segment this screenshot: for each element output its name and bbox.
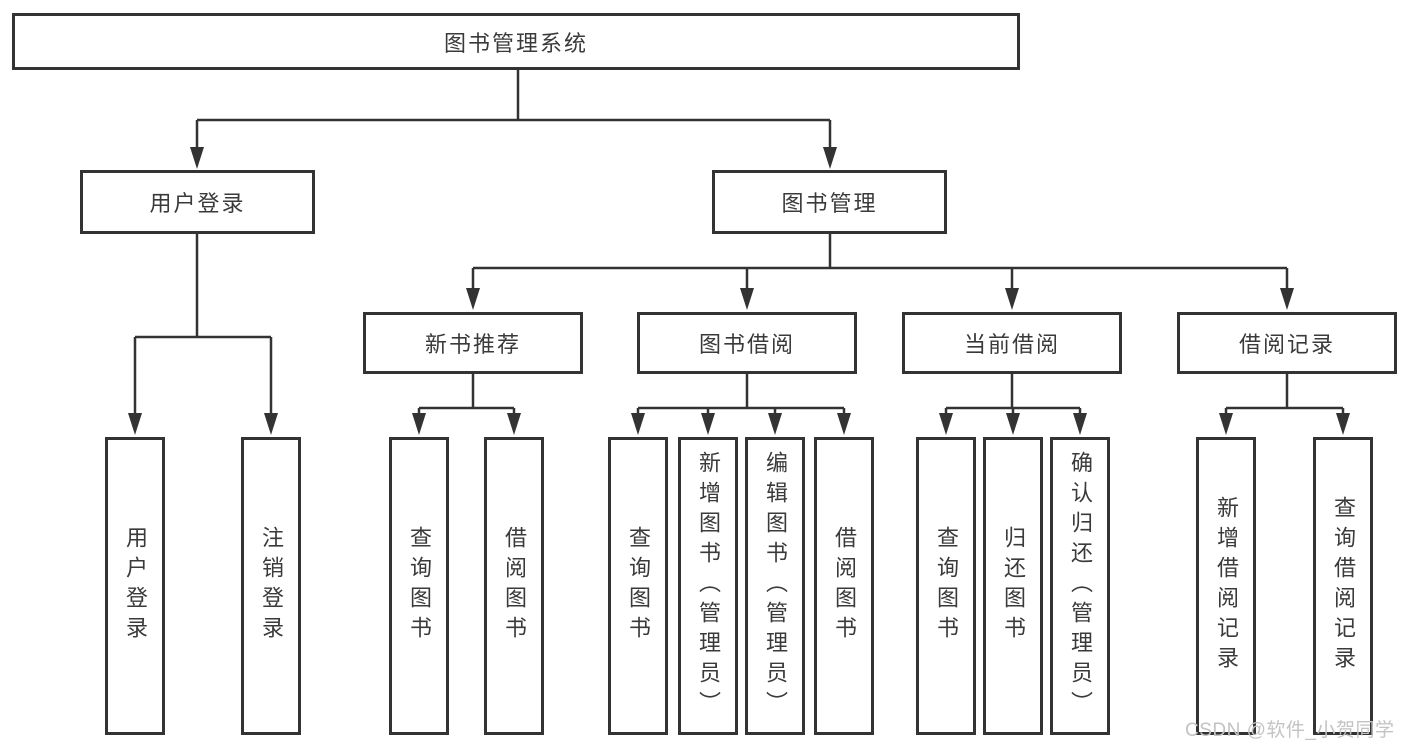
connector-book-management [471, 234, 1289, 291]
leaf-add-book-admin: 新增图书（管理员） [678, 437, 738, 735]
csdn-watermark: CSDN @软件_小贺同学 [1185, 720, 1395, 741]
arrowhead [507, 413, 521, 435]
leaf-label: 查询图书 [407, 526, 432, 646]
leaf-label: 新增借阅记录 [1214, 496, 1239, 676]
node-user-login: 用户登录 [80, 170, 315, 234]
leaf-edit-book-admin: 编辑图书（管理员） [745, 437, 805, 735]
node-new-book-recommend: 新书推荐 [363, 312, 583, 374]
arrowhead [631, 413, 645, 435]
leaf-query-books-recommend: 查询图书 [389, 437, 449, 735]
node-current-borrow: 当前借阅 [902, 312, 1122, 374]
arrowhead [768, 413, 782, 435]
leaf-label: 新增图书（管理员） [696, 451, 721, 721]
leaf-label: 借阅图书 [832, 526, 857, 646]
arrowhead [1006, 413, 1020, 435]
arrowhead [412, 413, 426, 435]
leaf-label: 借阅图书 [502, 526, 527, 646]
leaf-return-books: 归还图书 [983, 437, 1043, 735]
leaf-label: 确认归还（管理员） [1068, 451, 1093, 721]
connector-current-borrow [944, 374, 1082, 416]
arrowhead [701, 413, 715, 435]
leaf-label: 查询图书 [934, 526, 959, 646]
arrowhead [823, 147, 837, 169]
leaf-add-borrow-record: 新增借阅记录 [1196, 437, 1256, 735]
node-borrow-records: 借阅记录 [1177, 312, 1397, 374]
arrowhead [740, 288, 754, 310]
leaf-label: 注销登录 [259, 526, 284, 646]
leaf-user-login: 用户登录 [105, 437, 165, 735]
connector-user-login [133, 234, 273, 416]
arrowhead [128, 413, 142, 435]
leaf-label: 查询图书 [626, 526, 651, 646]
arrowhead [466, 288, 480, 310]
node-library-system: 图书管理系统 [12, 13, 1020, 70]
arrowhead [1219, 413, 1233, 435]
leaf-query-books-current: 查询图书 [916, 437, 976, 735]
leaf-query-borrow-record: 查询借阅记录 [1313, 437, 1373, 735]
connector-root [195, 70, 832, 152]
arrowhead [264, 413, 278, 435]
leaf-confirm-return-admin: 确认归还（管理员） [1050, 437, 1110, 735]
arrowhead [939, 413, 953, 435]
arrowhead [1073, 413, 1087, 435]
arrowhead [1280, 288, 1294, 310]
arrowhead [837, 413, 851, 435]
node-book-management: 图书管理 [712, 170, 947, 234]
leaf-query-books-borrow: 查询图书 [608, 437, 668, 735]
node-book-borrow: 图书借阅 [637, 312, 857, 374]
connector-borrow-records [1224, 374, 1345, 416]
arrowhead [1336, 413, 1350, 435]
connector-book-borrow [636, 374, 846, 416]
leaf-label: 查询借阅记录 [1331, 496, 1356, 676]
leaf-logout: 注销登录 [241, 437, 301, 735]
leaf-label: 编辑图书（管理员） [763, 451, 788, 721]
leaf-label: 归还图书 [1001, 526, 1026, 646]
leaf-borrow-books: 借阅图书 [814, 437, 874, 735]
connector-new-book-recommend [417, 374, 516, 416]
arrowhead [190, 147, 204, 169]
leaf-label: 用户登录 [123, 526, 148, 646]
arrowhead [1005, 288, 1019, 310]
leaf-borrow-books-recommend: 借阅图书 [484, 437, 544, 735]
